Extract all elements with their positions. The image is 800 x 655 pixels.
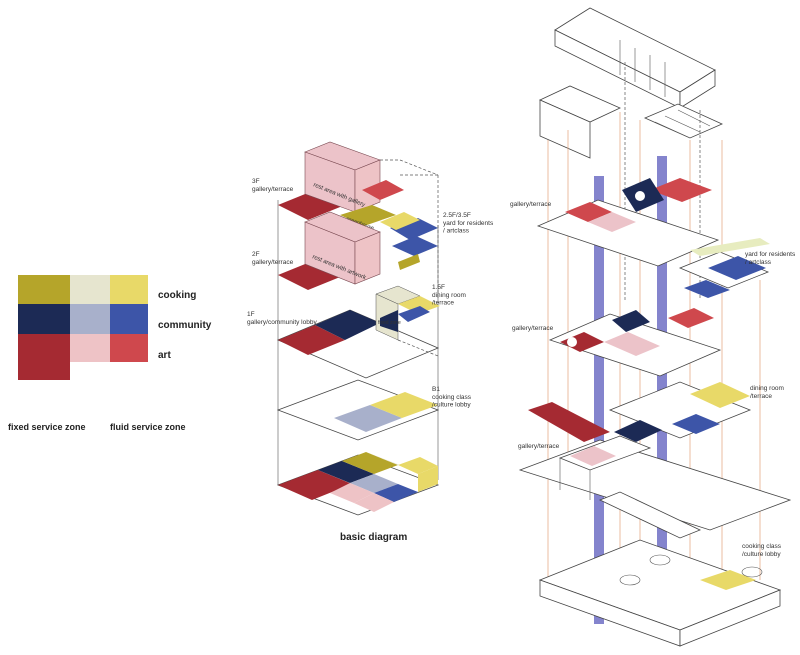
ground-cooking-fluid-b [398, 457, 438, 474]
mid-red-2 [668, 308, 714, 328]
level-3f: rest area with gallery greenhouse [278, 141, 438, 240]
top-red-floor [650, 178, 712, 202]
yard-green-strip [690, 238, 770, 256]
legend-cooking-fixed [18, 275, 70, 304]
legend-cooking-fluid-b [110, 275, 148, 304]
ground-pink [570, 446, 616, 466]
axo-label-cooking: cooking class/culture lobby [742, 543, 782, 558]
legend-art-fluid-a [70, 334, 110, 362]
3f-art-fluid [362, 180, 404, 200]
yard-blue-2 [684, 280, 730, 298]
axo-level-basement [538, 539, 782, 647]
basic-diagram: rest area with gallery greenhouse rest a… [247, 141, 494, 543]
mid-pink [604, 332, 660, 356]
legend-label-art: art [158, 350, 171, 361]
legend-community-fluid-a [70, 304, 110, 334]
top-white-circle [635, 191, 645, 201]
legend-community-fluid-b [110, 304, 148, 334]
roof-block [539, 7, 723, 159]
axo-label-gallery-top: gallery/terrace [510, 201, 552, 208]
dining-red-left [528, 402, 610, 442]
legend-fixed-zone-label: fixed service zone [8, 422, 86, 432]
2f-pink-volume-side [354, 231, 381, 285]
3f-yellow-fluid [380, 212, 420, 230]
level-1f: fixed zone [276, 285, 440, 379]
top-pink [588, 212, 636, 232]
basement-yellow [700, 570, 756, 590]
axo-label-gallery-low: gallery/terrace [518, 443, 560, 450]
3f-pink-volume-side [354, 159, 381, 213]
legend: cooking community art fixed service zone… [8, 275, 212, 432]
ground-art-fluid-b [354, 493, 394, 512]
legend-fluid-zone-label: fluid service zone [110, 422, 186, 432]
ground-art-fluid-a [330, 483, 374, 503]
legend-label-community: community [158, 320, 212, 331]
ground-cooking-fluid-c [418, 466, 438, 492]
1f-fixed-zone-community [398, 306, 430, 322]
fixed-zone-text: fixed zone [378, 320, 401, 326]
level-b1 [276, 379, 440, 441]
ground-community-fluid-b [374, 484, 418, 502]
exploded-axonometric: gallery/terrace yard for residents/ artc… [510, 7, 796, 647]
axo-label-dining: dining room/terrace [750, 385, 784, 400]
axo-level-dining [528, 381, 752, 442]
mid-red-1 [560, 332, 604, 352]
basic-diagram-title: basic diagram [340, 532, 407, 543]
legend-community-fixed [18, 304, 70, 334]
axo-level-top [536, 178, 720, 267]
axo-level-ground [518, 435, 792, 539]
axo-level-mid [548, 308, 722, 377]
level-2f: rest area with artwork [278, 211, 438, 290]
legend-art-fluid-b [110, 334, 148, 362]
1f-art-fixed [278, 325, 345, 355]
axo-level-yard [678, 238, 770, 298]
elevator-shaft-left [594, 176, 604, 624]
dining-yellow [690, 382, 750, 408]
b1-community-fluid [334, 405, 402, 432]
b1-cooking-fluid [370, 392, 438, 418]
top-red-1 [565, 202, 612, 222]
1f-fixed-zone-cooking [398, 296, 440, 314]
2f-cooking-fixed [398, 254, 420, 270]
3f-greenhouse [340, 205, 396, 226]
axo-label-yard: yard for residents/ artclass [745, 251, 796, 266]
mid-navy [612, 310, 650, 332]
level-ground [276, 452, 440, 516]
3f-community-fluid [390, 218, 438, 240]
legend-label-cooking: cooking [158, 290, 196, 301]
ground-cooking-fixed [342, 452, 398, 474]
dining-blue [672, 414, 720, 434]
yard-blue [708, 256, 766, 280]
1f-community-fixed [315, 310, 380, 340]
1f-fixed-zone-dark [380, 310, 398, 332]
dining-navy [614, 420, 662, 442]
ground-art-fixed [278, 470, 352, 500]
legend-cooking-fluid-a [70, 275, 110, 304]
ground-community-fluid-a [350, 474, 398, 493]
ground-community-fixed [318, 461, 374, 483]
2f-community-fluid [392, 236, 438, 256]
legend-art-fixed [18, 334, 70, 380]
axo-label-gallery-mid: gallery/terrace [512, 325, 554, 332]
